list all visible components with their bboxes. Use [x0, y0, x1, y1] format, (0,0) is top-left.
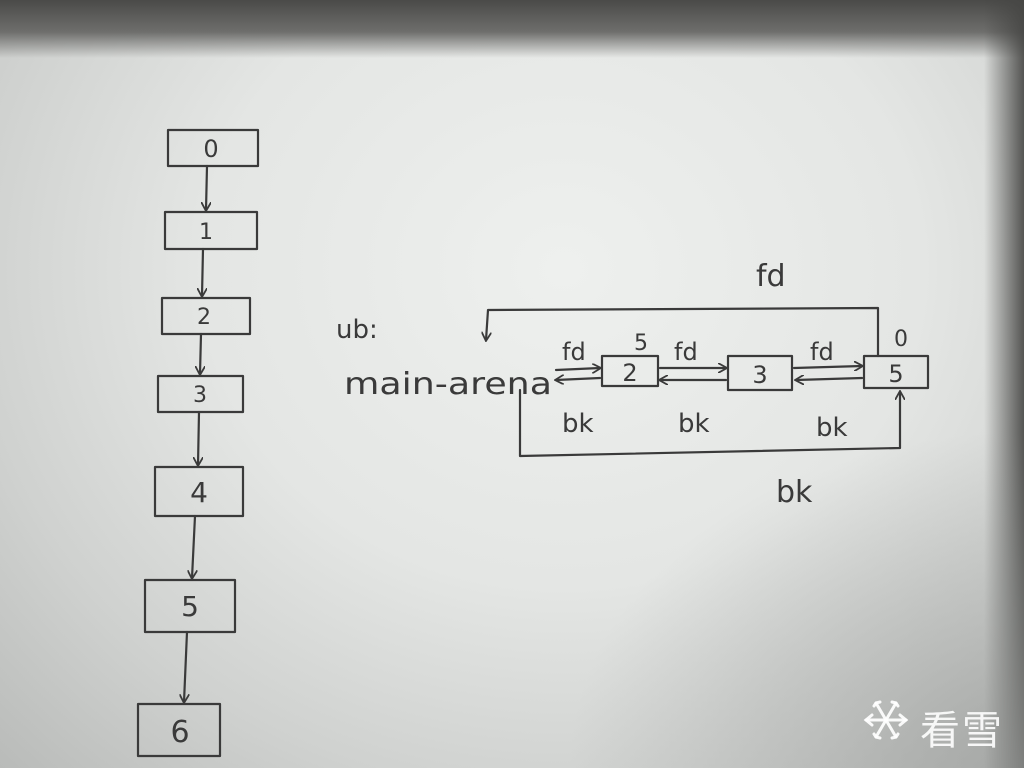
- fd-label-3: fd: [810, 338, 834, 366]
- chain-label-5: 5: [181, 590, 199, 623]
- bk-loop-line: [518, 388, 900, 458]
- fd-arrow-arena-to-2: [554, 368, 600, 370]
- chain-label-6: 6: [170, 715, 189, 750]
- fd-top-label: fd: [756, 259, 786, 294]
- chain-arrow-1-2: [202, 247, 203, 296]
- bk-bottom-label: bk: [776, 475, 813, 510]
- watermark-text: 看雪: [920, 708, 1004, 754]
- chain-label-4: 4: [190, 476, 208, 509]
- chain-arrow-5-6: [184, 630, 187, 702]
- bk-label-1: bk: [562, 409, 594, 439]
- bk-label-3: bk: [816, 413, 848, 443]
- chain-arrow-3-4: [198, 410, 199, 465]
- ub-label: ub:: [336, 315, 378, 345]
- list-label-5: 5: [888, 360, 903, 388]
- fd-loop-line: [486, 306, 880, 358]
- chain-arrow-2-3: [200, 332, 201, 374]
- chain-arrow-0-1: [206, 164, 207, 210]
- chain-label-0: 0: [203, 135, 218, 163]
- main-arena-label: main-arena: [344, 367, 552, 402]
- bottom-right-shadow: [564, 428, 1024, 768]
- chain-label-3: 3: [193, 383, 207, 408]
- chain-arrow-4-5: [192, 514, 195, 578]
- top-shadow: [0, 0, 1024, 58]
- snowflake-icon: [863, 700, 909, 740]
- chain-box-0: [166, 128, 260, 168]
- list-label-3: 3: [752, 361, 767, 389]
- fd-label-1: fd: [562, 338, 586, 366]
- fd-label-2: fd: [674, 338, 698, 366]
- list-box-5: [862, 354, 930, 390]
- bk-arrow-2-to-arena: [556, 378, 602, 380]
- size-label-5: 5: [634, 331, 648, 356]
- list-box-3: [726, 354, 794, 392]
- list-label-2: 2: [622, 359, 637, 387]
- chain-label-1: 1: [199, 220, 213, 245]
- bk-arrow-5-to-3: [796, 378, 864, 380]
- chain-label-2: 2: [197, 305, 211, 330]
- fd-arrow-3-to-5: [792, 366, 862, 368]
- bk-label-2: bk: [678, 409, 710, 439]
- size-label-0: 0: [894, 327, 908, 352]
